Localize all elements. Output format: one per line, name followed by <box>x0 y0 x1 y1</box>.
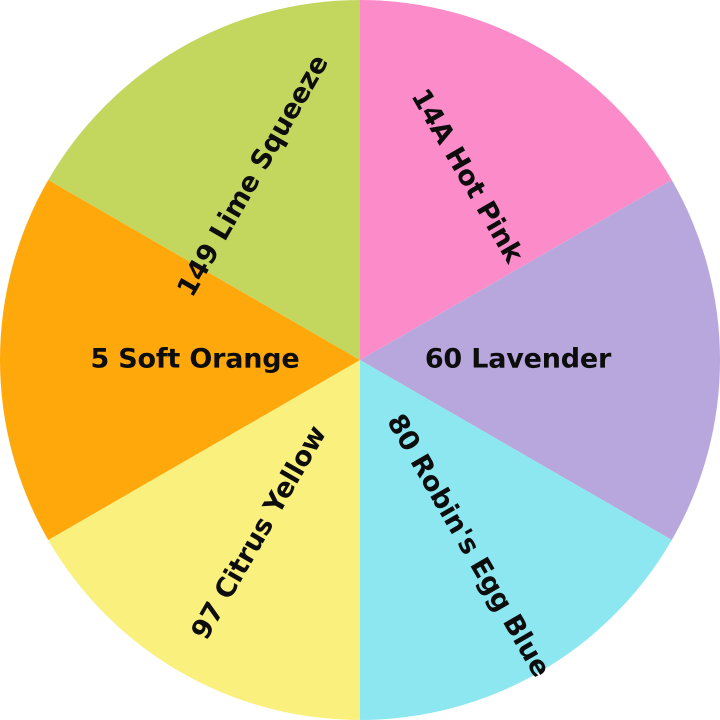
pie-slice-hot-pink[interactable] <box>360 0 672 360</box>
pie-slice-soft-orange[interactable] <box>0 180 360 540</box>
pie-slice-label-soft-orange: 5 Soft Orange <box>91 344 300 375</box>
pie-slice-label-lavender: 60 Lavender <box>425 344 612 375</box>
pie-slice-lavender[interactable] <box>360 180 720 540</box>
pie-slice-robins-egg-blue[interactable] <box>360 360 672 720</box>
pie-slice-lime-squeeze[interactable] <box>48 0 360 360</box>
pie-slice-citrus-yellow[interactable] <box>48 360 360 720</box>
